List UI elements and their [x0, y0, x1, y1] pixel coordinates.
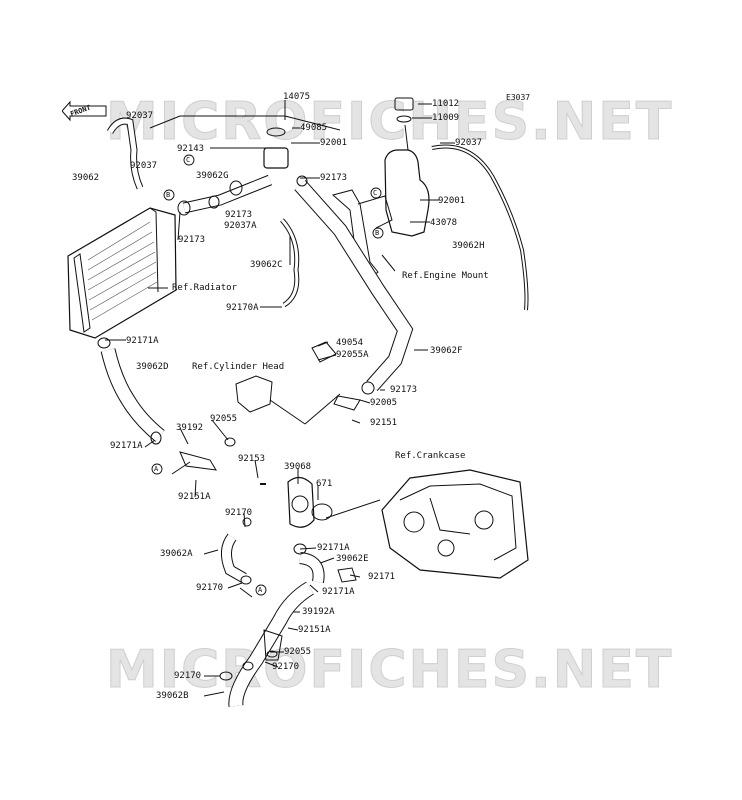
part-label: 92143 — [177, 144, 205, 154]
part-label: 92055 — [284, 647, 312, 657]
part-label: 92151 — [370, 418, 398, 428]
part-label: 92171 — [368, 572, 396, 582]
part-label: 39192A — [302, 607, 335, 617]
part-label: 92037 — [455, 138, 483, 148]
part-label: 92037 — [126, 111, 154, 121]
part-label: 14075 — [283, 92, 311, 102]
part-label: 92151A — [298, 625, 331, 635]
part-label: 39062 — [72, 173, 100, 183]
part-label: 92171A — [110, 441, 143, 451]
part-label: 92170 — [196, 583, 224, 593]
part-label: 39062F — [430, 346, 463, 356]
callout-b-left: B — [166, 191, 171, 199]
part-label: 39062E — [336, 554, 369, 564]
part-label: 92173 — [390, 385, 418, 395]
part-label: 92055 — [210, 414, 238, 424]
ref-radiator: Ref.Radiator — [172, 283, 238, 293]
diagram-code: E3037 — [506, 93, 531, 102]
part-label: 92055A — [336, 350, 369, 360]
part-label: 92170A — [226, 303, 259, 313]
ref-engine-mount: Ref.Engine Mount — [402, 271, 489, 281]
callout-c-top: C — [186, 156, 191, 164]
part-label: 39062B — [156, 691, 189, 701]
part-label: 39062G — [196, 171, 229, 181]
ref-cylinder-head: Ref.Cylinder Head — [192, 362, 285, 372]
part-label: 39068 — [284, 462, 312, 472]
callout-a-left: A — [154, 465, 159, 473]
part-label: 92001 — [320, 138, 348, 148]
part-label: 92037A — [224, 221, 257, 231]
ref-crankcase: Ref.Crankcase — [395, 451, 466, 461]
part-label: 11012 — [432, 99, 460, 109]
part-label: 92005 — [370, 398, 398, 408]
callout-a-bottom: A — [258, 586, 263, 594]
part-label: 92153 — [238, 454, 266, 464]
part-label: 49054 — [336, 338, 364, 348]
part-label: 39062A — [160, 549, 193, 559]
part-label: 92173 — [225, 210, 253, 220]
part-label: 92170 — [225, 508, 253, 518]
part-label: 92037 — [130, 161, 158, 171]
part-label: 39062H — [452, 241, 485, 251]
part-label: 92170 — [174, 671, 202, 681]
front-arrow-icon — [62, 100, 107, 122]
part-label: 92170 — [272, 662, 300, 672]
part-label: 92171A — [322, 587, 355, 597]
part-label: 39062C — [250, 260, 283, 270]
part-label: 92171A — [126, 336, 159, 346]
part-label: 92151A — [178, 492, 211, 502]
part-label: 671 — [316, 479, 333, 489]
part-label: 92171A — [317, 543, 350, 553]
part-label: 92173 — [320, 173, 348, 183]
part-label: 39192 — [176, 423, 204, 433]
part-label: 39062D — [136, 362, 169, 372]
callout-c-right: C — [373, 189, 378, 197]
watermark-top: MICROFICHES.NET — [105, 92, 674, 153]
watermark-bottom: MICROFICHES.NET — [105, 640, 674, 701]
part-label: 49085 — [300, 123, 328, 133]
callout-b-right: B — [375, 229, 380, 237]
part-label: 92001 — [438, 196, 466, 206]
part-label: 43078 — [430, 218, 458, 228]
part-label: 11009 — [432, 113, 460, 123]
part-label: 92173 — [178, 235, 206, 245]
